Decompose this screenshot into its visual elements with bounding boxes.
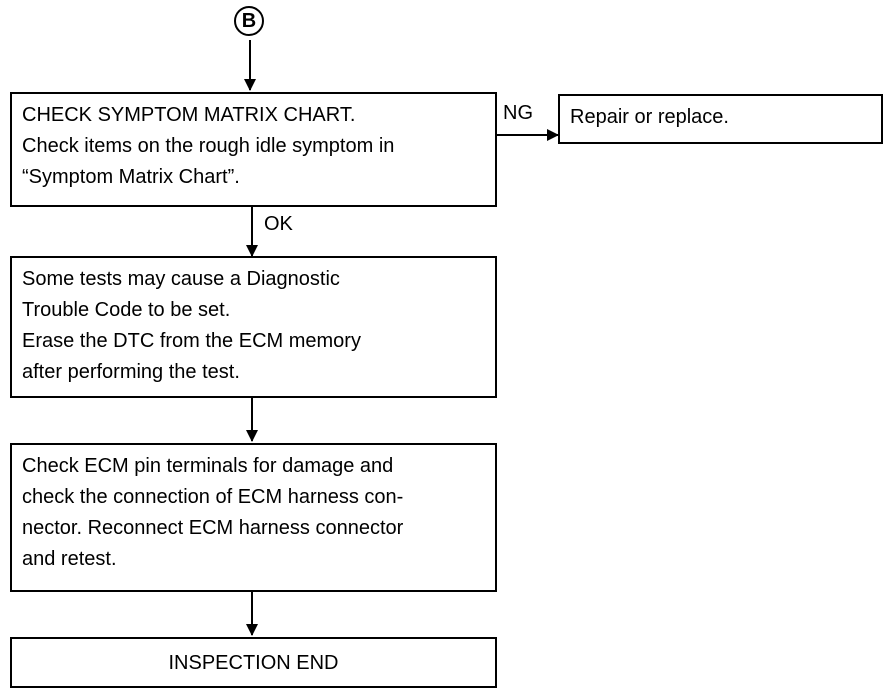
inspection-end-text: INSPECTION END bbox=[168, 652, 339, 674]
repair-text: Repair or replace. bbox=[570, 106, 729, 128]
repair-box: Repair or replace. bbox=[558, 94, 883, 144]
ok-label: OK bbox=[264, 213, 293, 235]
ecm-check-box: Check ECM pin terminals for damage and c… bbox=[10, 443, 497, 592]
connector-b-label: B bbox=[241, 9, 257, 32]
dtc-note-text: Some tests may cause a Diagnostic Troubl… bbox=[22, 268, 361, 383]
inspection-end-box: INSPECTION END bbox=[10, 637, 497, 688]
ng-label: NG bbox=[503, 102, 533, 124]
check-symptom-text: CHECK SYMPTOM MATRIX CHART. Check items … bbox=[22, 104, 395, 188]
dtc-note-box: Some tests may cause a Diagnostic Troubl… bbox=[10, 256, 497, 398]
check-symptom-box: CHECK SYMPTOM MATRIX CHART. Check items … bbox=[10, 92, 497, 207]
ecm-check-text: Check ECM pin terminals for damage and c… bbox=[22, 455, 404, 570]
connector-b-symbol: B bbox=[234, 6, 264, 36]
